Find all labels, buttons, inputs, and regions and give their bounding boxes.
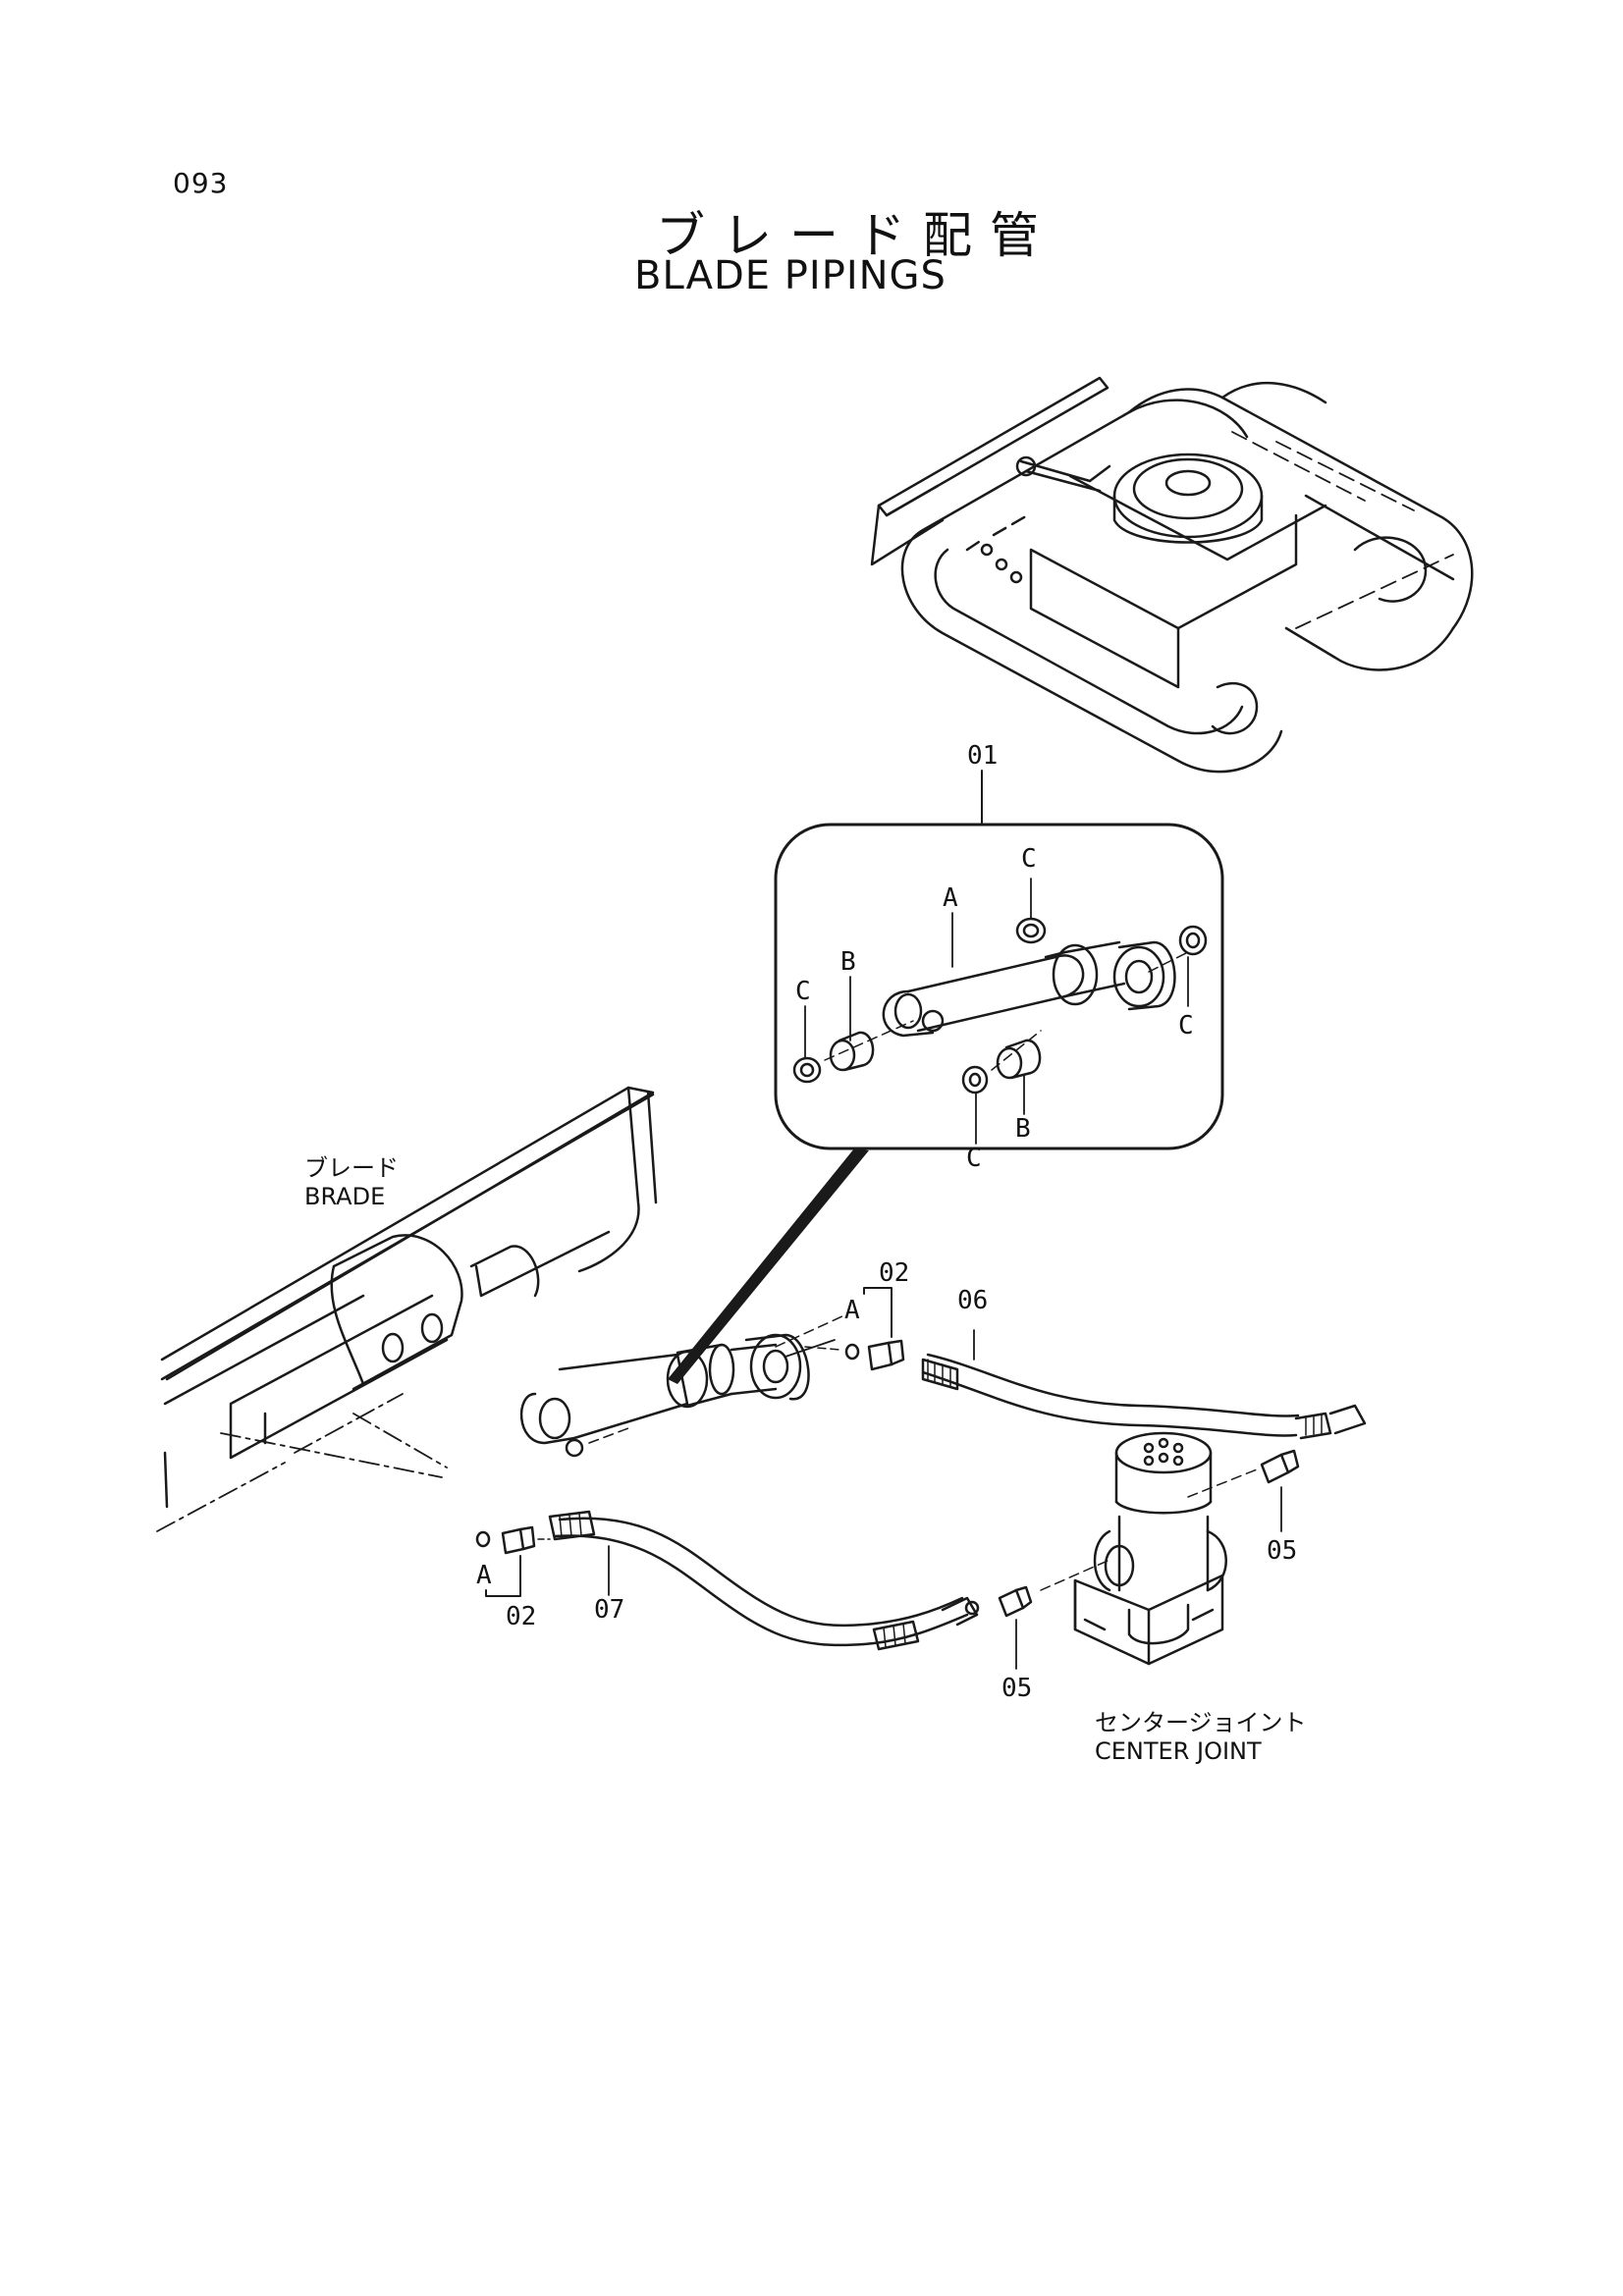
right-adapter-drawing [1187, 1449, 1300, 1532]
page-title-japanese: ブレード配管 [656, 207, 1056, 264]
callout-02-fitting-upper: 02 [879, 1258, 910, 1288]
exploded-cylinder-drawing [792, 878, 1208, 1145]
undercarriage-overview-drawing [870, 376, 1474, 774]
callout-b-bushing-upper: B [840, 947, 856, 977]
callout-c-seal-top: C [1021, 844, 1037, 874]
blade-label-japanese: ブレード [304, 1154, 399, 1182]
callout-06-hose-upper: 06 [957, 1286, 989, 1315]
center-joint-label-english: CENTER JOINT [1095, 1737, 1262, 1765]
blade-drawing [156, 1086, 658, 1532]
callout-01-cylinder-assembly: 01 [967, 741, 999, 771]
callout-c-seal-right: C [1178, 1011, 1194, 1041]
callout-b-bushing-lower: B [1015, 1114, 1031, 1144]
upper-hose-assembly-drawing [784, 1287, 1367, 1440]
callout-02-fitting-lower: 02 [506, 1602, 537, 1631]
page-title-english: BLADE PIPINGS [634, 253, 947, 298]
callout-a-oring-lower: A [476, 1561, 492, 1590]
callout-a-oring-upper: A [844, 1296, 860, 1325]
callout-05-adapter-right: 05 [1267, 1536, 1298, 1566]
callout-a-cylinder-rod: A [943, 883, 958, 913]
callout-07-hose-lower: 07 [594, 1595, 625, 1625]
cylinder-assembly-callout [668, 770, 1224, 1384]
lower-hose-assembly-drawing [475, 1510, 1109, 1670]
page-number: 093 [173, 167, 229, 199]
callout-c-seal-left: C [795, 977, 811, 1006]
center-joint-drawing [1073, 1431, 1227, 1666]
callout-c-seal-bottom: C [966, 1144, 982, 1173]
blade-cylinder-drawing [519, 1314, 845, 1458]
blade-label-english: BRADE [304, 1183, 386, 1210]
center-joint-label-japanese: センタージョイント [1095, 1709, 1307, 1736]
callout-05-adapter-lower: 05 [1001, 1674, 1033, 1703]
